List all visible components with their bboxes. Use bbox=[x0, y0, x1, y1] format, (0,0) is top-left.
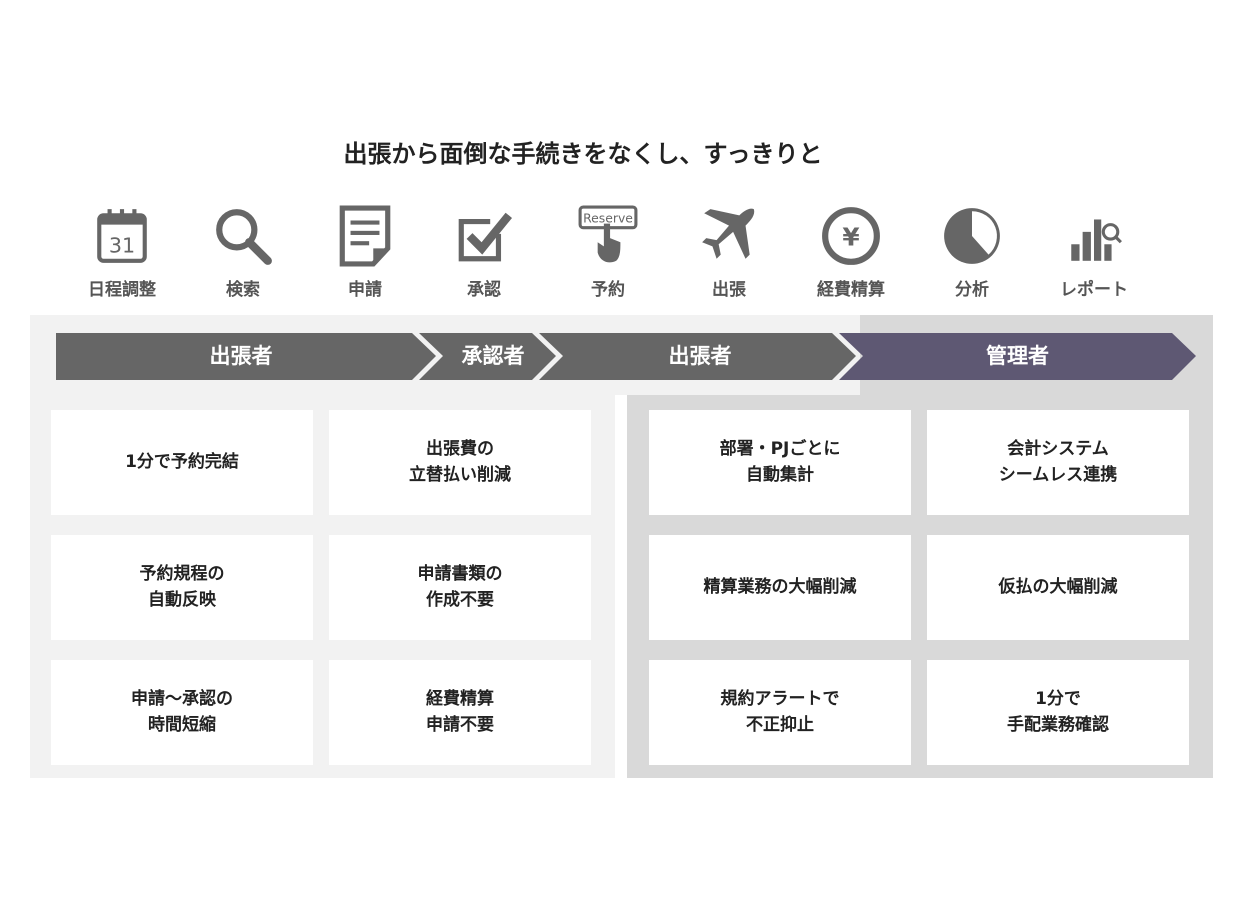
flow-step-admin bbox=[839, 333, 1196, 380]
icon-item-schedule: 31 日程調整 bbox=[67, 205, 177, 300]
flow-label: 管理者 bbox=[986, 344, 1049, 368]
search-icon bbox=[216, 209, 272, 265]
benefit-card: 仮払の大幅削減 bbox=[927, 535, 1189, 640]
icon-label: 出張 bbox=[712, 280, 746, 300]
yen-coin-icon: ¥ bbox=[822, 207, 880, 265]
icon-item-search: 検索 bbox=[188, 205, 298, 300]
checkbox-icon bbox=[458, 212, 513, 262]
report-chart-icon bbox=[1071, 219, 1122, 261]
airplane-icon bbox=[702, 208, 755, 259]
benefit-card: 経費精算 申請不要 bbox=[329, 660, 591, 765]
flow-step-traveler bbox=[56, 333, 436, 380]
icon-label: 経費精算 bbox=[817, 280, 885, 300]
icon-label: 分析 bbox=[955, 280, 989, 300]
benefit-card: 精算業務の大幅削減 bbox=[649, 535, 911, 640]
icon-item-approve: 承認 bbox=[429, 205, 539, 300]
benefit-card: 規約アラートで 不正抑止 bbox=[649, 660, 911, 765]
icon-item-trip: 出張 bbox=[674, 205, 784, 300]
icon-item-reserve: Reserve 予約 bbox=[553, 205, 663, 300]
icon-item-report: レポート bbox=[1039, 205, 1149, 300]
benefit-card: 予約規程の 自動反映 bbox=[51, 535, 313, 640]
benefit-card: 出張費の 立替払い削減 bbox=[329, 410, 591, 515]
icon-label: レポート bbox=[1060, 280, 1128, 300]
calendar-icon: 31 bbox=[97, 209, 147, 263]
page-title: 出張から面倒な手続きをなくし、すっきりと bbox=[343, 140, 823, 168]
icon-item-analysis: 分析 bbox=[917, 205, 1027, 300]
flow-label: 出張者 bbox=[668, 344, 732, 368]
benefit-card: 1分で 手配業務確認 bbox=[927, 660, 1189, 765]
benefit-card: 申請～承認の 時間短縮 bbox=[51, 660, 313, 765]
svg-text:¥: ¥ bbox=[842, 222, 859, 251]
icon-label: 日程調整 bbox=[88, 280, 156, 300]
benefit-card: 会計システム シームレス連携 bbox=[927, 410, 1189, 515]
flow-step-traveler-2 bbox=[539, 333, 856, 380]
reserve-button-icon: Reserve bbox=[578, 205, 638, 263]
svg-text:31: 31 bbox=[109, 234, 135, 258]
icon-label: 予約 bbox=[591, 280, 625, 300]
flow-label: 出張者 bbox=[209, 344, 273, 368]
benefit-card: 部署・PJごとに 自動集計 bbox=[649, 410, 911, 515]
benefit-card: 1分で予約完結 bbox=[51, 410, 313, 515]
flow-label: 承認者 bbox=[461, 344, 525, 368]
svg-text:Reserve: Reserve bbox=[583, 211, 633, 226]
flow-step-approver bbox=[419, 333, 556, 380]
pie-chart-icon bbox=[944, 208, 1000, 264]
icon-item-expense: ¥ 経費精算 bbox=[796, 205, 906, 300]
icon-item-apply: 申請 bbox=[310, 205, 420, 300]
icon-label: 申請 bbox=[348, 280, 382, 300]
icon-label: 検索 bbox=[226, 280, 260, 300]
icon-label: 承認 bbox=[467, 280, 501, 300]
benefit-card: 申請書類の 作成不要 bbox=[329, 535, 591, 640]
document-icon bbox=[339, 205, 391, 267]
